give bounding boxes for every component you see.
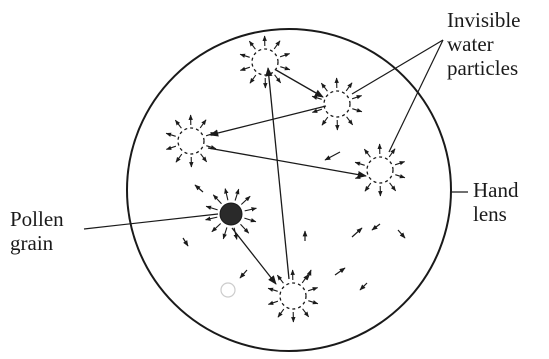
water-particle-arrows xyxy=(268,270,318,322)
particle-arrow xyxy=(274,41,280,49)
path-segment xyxy=(208,148,366,176)
pollen-arrow xyxy=(212,224,221,232)
particle-arrow xyxy=(240,54,250,57)
particle-arrow xyxy=(200,120,206,128)
label-invisible-water-particles: Invisible water particles xyxy=(447,8,521,80)
pollen-arrow xyxy=(241,224,249,233)
pollen-arrow xyxy=(225,189,228,201)
particle-arrow xyxy=(347,117,353,125)
path-segment xyxy=(232,228,276,284)
water-particle-icon xyxy=(178,128,204,154)
particle-arrow xyxy=(201,154,207,162)
particle-arrow xyxy=(268,288,278,291)
particle-arrow xyxy=(308,288,318,291)
leader-line-pollen-grain xyxy=(84,214,218,229)
particle-arrow xyxy=(166,133,176,136)
label-hand-lens: Hand lens xyxy=(473,178,519,226)
particle-arrow xyxy=(278,309,284,317)
label-line: Pollen xyxy=(10,207,64,231)
small-particle-arrow xyxy=(352,228,362,237)
particle-arrow xyxy=(322,117,328,125)
particle-arrow xyxy=(250,75,256,83)
water-particle-arrows xyxy=(312,78,362,130)
water-particle-icon xyxy=(324,91,350,117)
particle-arrow xyxy=(303,309,309,317)
particle-arrow xyxy=(355,175,365,178)
label-line: lens xyxy=(473,202,519,226)
pollen-arrow xyxy=(206,206,217,210)
small-particles xyxy=(183,152,405,290)
pollen-path xyxy=(208,68,366,284)
small-particle-arrow xyxy=(325,152,340,160)
particle-arrow xyxy=(312,96,322,99)
particle-arrow xyxy=(355,162,365,165)
small-particle-arrow xyxy=(372,224,380,230)
small-particle-arrow xyxy=(398,230,405,238)
particle-arrow xyxy=(308,301,318,304)
label-line: particles xyxy=(447,56,521,80)
pollen-arrow xyxy=(223,227,227,238)
pollen-arrow xyxy=(245,208,257,211)
small-particle-arrow xyxy=(195,185,203,192)
water-particle-arrows xyxy=(240,36,290,88)
small-particle-arrow xyxy=(183,238,188,246)
particle-arrow xyxy=(166,146,176,149)
label-line: water xyxy=(447,32,521,56)
water-particle-arrows xyxy=(355,144,405,196)
pollen-arrow xyxy=(235,189,239,200)
particle-arrow xyxy=(280,67,290,70)
water-particle-icon xyxy=(252,49,278,75)
small-particle-arrow xyxy=(335,268,345,275)
particle-arrow xyxy=(280,54,290,57)
particle-arrow xyxy=(364,149,370,157)
water-particle-icon xyxy=(367,157,393,183)
particle-arrow xyxy=(346,83,352,91)
particle-arrow xyxy=(395,162,405,165)
particle-arrow xyxy=(395,175,405,178)
small-particle-arrow xyxy=(360,283,367,290)
water-particles xyxy=(178,49,393,309)
particle-arrow xyxy=(277,275,283,283)
leader-line-invisible-water-particles-2 xyxy=(389,40,443,152)
label-line: Hand xyxy=(473,178,519,202)
pollen-arrow xyxy=(213,195,221,204)
label-line: grain xyxy=(10,231,64,255)
path-segment xyxy=(268,68,289,279)
particle-arrow xyxy=(390,183,396,191)
particle-arrow xyxy=(249,41,255,49)
small-particle-arrow xyxy=(240,270,247,278)
particle-arrow xyxy=(352,109,362,112)
particle-arrow xyxy=(321,83,327,91)
particle-arrow xyxy=(175,120,181,128)
label-line: Invisible xyxy=(447,8,521,32)
water-particle-arrows xyxy=(166,115,216,167)
smudge xyxy=(221,283,235,297)
particle-arrow xyxy=(240,67,250,70)
path-segment xyxy=(276,70,323,97)
particle-arrow xyxy=(176,154,182,162)
particle-arrow xyxy=(275,75,281,83)
pollen-arrow xyxy=(244,218,255,222)
path-segment xyxy=(210,106,326,135)
particle-arrow xyxy=(365,183,371,191)
water-particle-icon xyxy=(280,283,306,309)
pollen-arrow xyxy=(241,196,250,204)
pollen-arrow xyxy=(206,217,218,220)
particle-arrow xyxy=(352,96,362,99)
label-pollen-grain: Pollen grain xyxy=(10,207,64,255)
pollen-grain-icon xyxy=(220,203,242,225)
particle-arrow xyxy=(268,301,278,304)
